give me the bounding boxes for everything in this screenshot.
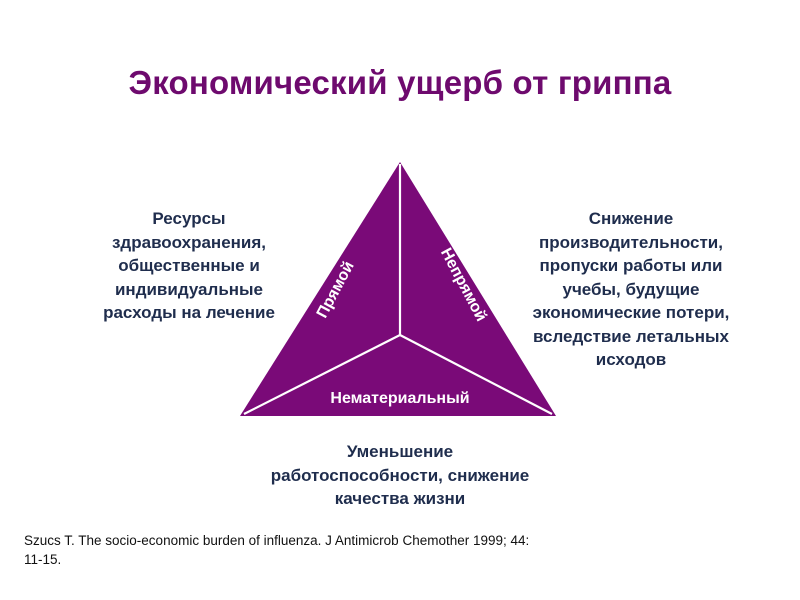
divider-line-right: [399, 334, 553, 415]
description-line: Уменьшение: [346, 442, 454, 461]
description-line: индивидуальные: [114, 279, 264, 299]
description-intangible-costs: Уменьшение работоспособности, снижение к…: [240, 440, 560, 511]
description-line: производительности,: [539, 232, 723, 252]
description-line: качества жизни: [334, 489, 466, 508]
description-line: Ресурсы: [152, 209, 226, 228]
divider-line-left: [243, 334, 401, 415]
segment-label-intangible: Нематериальный: [330, 390, 469, 407]
page-title: Экономический ущерб от гриппа: [128, 64, 672, 101]
triangle-shape: [240, 162, 556, 416]
citation-line: Szucs T. The socio-economic burden of in…: [24, 533, 530, 548]
citation-line: 11-15.: [24, 552, 62, 567]
description-line: здравоохранения,: [111, 232, 267, 252]
source-citation: Szucs T. The socio-economic burden of in…: [24, 531, 704, 569]
description-line: экономические потери,: [532, 303, 730, 322]
description-line: пропуски работы или: [539, 256, 723, 275]
description-indirect-costs: Снижение производительности, пропуски ра…: [506, 207, 756, 372]
description-line: вследствие летальных: [532, 326, 729, 346]
description-line: учебы, будущие: [562, 279, 700, 299]
description-line: Снижение: [588, 209, 674, 228]
description-direct-costs: Ресурсы здравоохранения, общественные и …: [84, 207, 294, 325]
description-line: исходов: [595, 350, 667, 369]
description-line: расходы на лечение: [103, 303, 275, 322]
description-line: работоспособности, снижение: [270, 465, 530, 485]
description-line: общественные и: [118, 256, 260, 275]
